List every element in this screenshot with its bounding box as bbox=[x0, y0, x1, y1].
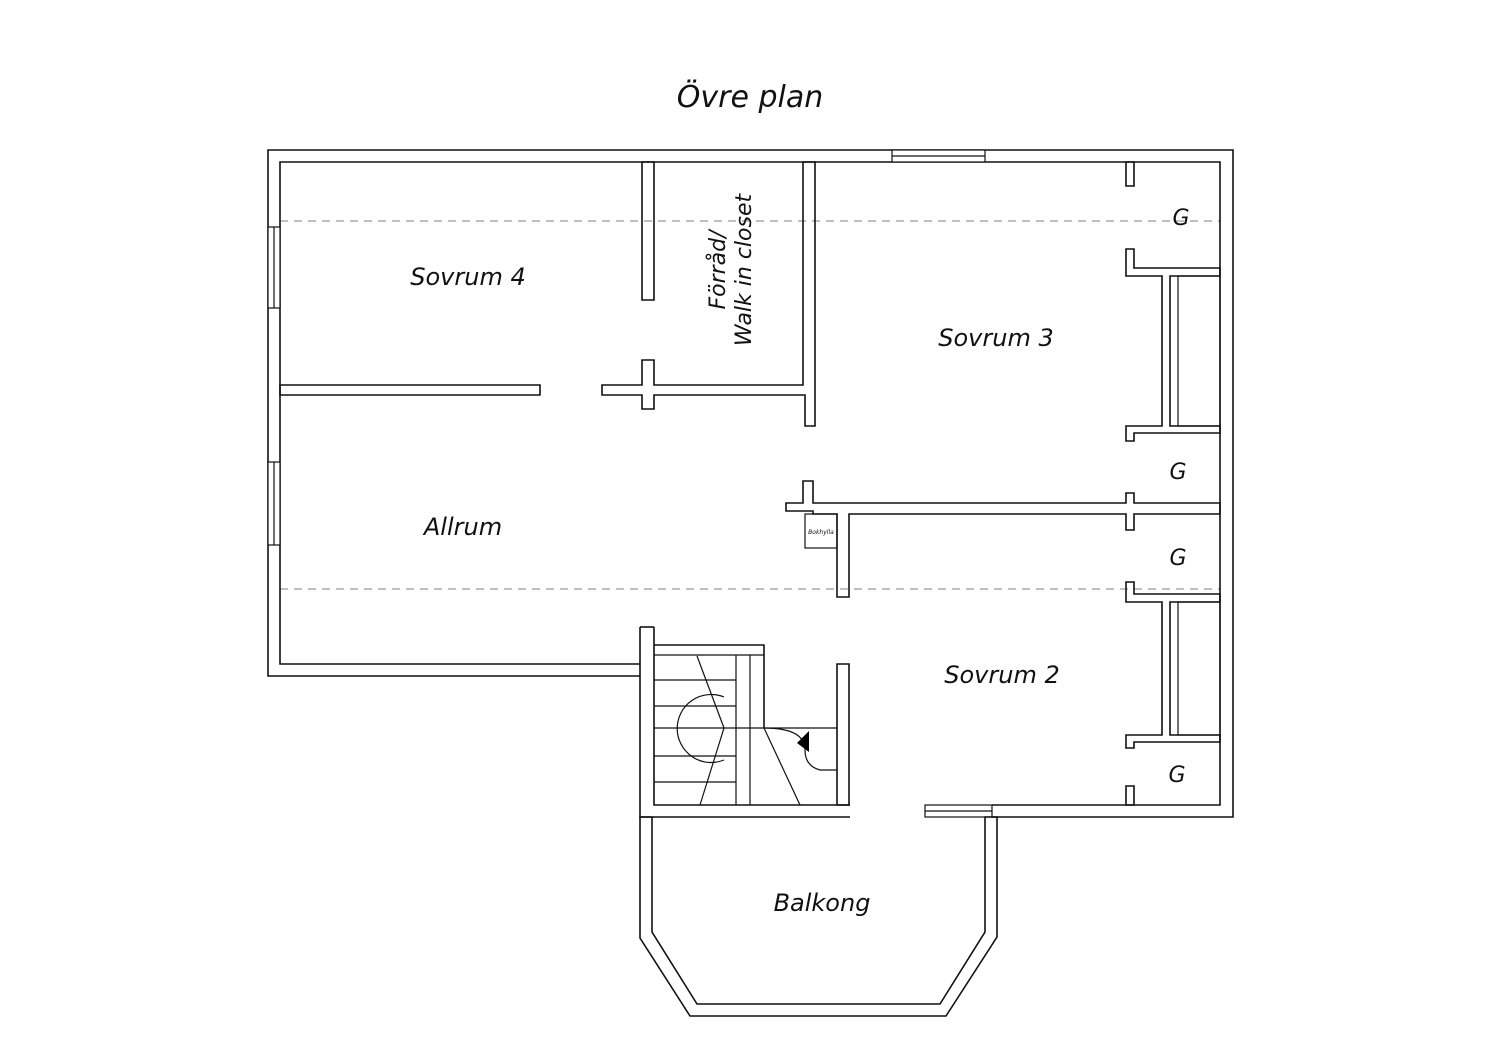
closet-cabinet-upper bbox=[1177, 275, 1221, 427]
window-left-lower bbox=[267, 461, 281, 546]
room-label-sovrum3: Sovrum 3 bbox=[938, 324, 1053, 352]
room-label-closet-line2: Walk in closet bbox=[732, 193, 757, 347]
stair-direction-arrow bbox=[797, 731, 809, 752]
plan-title: Övre plan bbox=[677, 79, 823, 115]
wardrobe-label-4: G bbox=[1168, 763, 1185, 788]
outer-wall bbox=[267, 149, 1234, 818]
wardrobe-label-3: G bbox=[1169, 546, 1186, 571]
bookshelf-label: Bokhylla bbox=[808, 529, 834, 536]
room-label-allrum: Allrum bbox=[422, 513, 502, 541]
wardrobe-label-2: G bbox=[1169, 460, 1186, 485]
room-label-balkong: Balkong bbox=[774, 889, 871, 917]
room-label-sovrum2: Sovrum 2 bbox=[944, 661, 1059, 689]
bookshelf bbox=[804, 513, 838, 549]
room-label-sovrum4: Sovrum 4 bbox=[410, 263, 525, 291]
wardrobe-label-1: G bbox=[1172, 206, 1189, 231]
window-left-upper bbox=[267, 226, 281, 309]
interior-walls-west bbox=[279, 161, 816, 427]
window-top bbox=[891, 149, 986, 163]
window-balcony bbox=[924, 804, 993, 818]
closet-cabinet-lower bbox=[1177, 601, 1221, 736]
wardrobes-sovrum2 bbox=[1125, 581, 1221, 806]
interior-walls-center: Bokhylla bbox=[785, 480, 1221, 598]
balcony bbox=[639, 816, 998, 1017]
room-label-closet-line1: Förråd/ bbox=[705, 228, 731, 310]
wardrobes-sovrum3 bbox=[1125, 161, 1221, 442]
staircase bbox=[654, 654, 837, 806]
